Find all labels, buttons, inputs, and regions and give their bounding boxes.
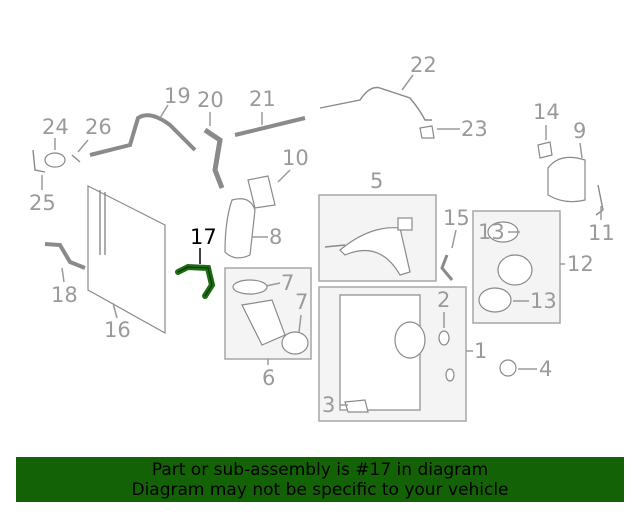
callout-17-selected[interactable]: 17 <box>190 225 217 249</box>
callout-22[interactable]: 22 <box>410 53 437 77</box>
part-17-hose[interactable] <box>175 263 216 299</box>
part-2[interactable] <box>438 330 450 346</box>
part-24[interactable] <box>44 152 66 168</box>
part-7-clamp[interactable] <box>232 279 268 295</box>
callout-23[interactable]: 23 <box>461 117 488 141</box>
callout-7b[interactable]: 7 <box>295 290 308 314</box>
callout-1[interactable]: 1 <box>474 339 487 363</box>
part-13-seal-2[interactable] <box>478 287 512 313</box>
part-26[interactable] <box>71 154 81 163</box>
callout-4[interactable]: 4 <box>539 357 552 381</box>
part-19-hose[interactable] <box>89 113 197 157</box>
callout-9[interactable]: 9 <box>573 119 586 143</box>
part-18-hose[interactable] <box>44 242 86 270</box>
part-22-pipe[interactable] <box>319 86 432 121</box>
part-16-radiator[interactable] <box>87 185 166 335</box>
callout-2[interactable]: 2 <box>437 288 450 312</box>
callout-21[interactable]: 21 <box>249 87 276 111</box>
part-9-filter[interactable] <box>547 156 586 203</box>
callout-12[interactable]: 12 <box>567 252 594 276</box>
callout-19[interactable]: 19 <box>164 84 191 108</box>
part-12-duct[interactable] <box>497 254 533 286</box>
part-15[interactable] <box>440 254 454 281</box>
callout-11[interactable]: 11 <box>588 221 615 245</box>
part-23[interactable] <box>419 125 435 139</box>
callout-26[interactable]: 26 <box>85 115 112 139</box>
part-14[interactable] <box>537 141 553 159</box>
callout-5[interactable]: 5 <box>370 169 383 193</box>
part-7-clamp-2[interactable] <box>281 331 309 355</box>
callout-10[interactable]: 10 <box>282 146 309 170</box>
banner-line-part: Part or sub-assembly is #17 in diagram <box>151 460 489 480</box>
part-25-bracket[interactable] <box>32 149 46 173</box>
part-20-hose[interactable] <box>203 127 225 189</box>
callout-18[interactable]: 18 <box>51 283 78 307</box>
callout-13b[interactable]: 13 <box>530 289 557 313</box>
part-5-bolt[interactable] <box>324 244 346 248</box>
part-8-duct[interactable] <box>224 198 256 259</box>
callout-14[interactable]: 14 <box>533 100 560 124</box>
callout-15[interactable]: 15 <box>443 206 470 230</box>
callout-25[interactable]: 25 <box>29 191 56 215</box>
callout-7[interactable]: 7 <box>281 271 294 295</box>
callout-8[interactable]: 8 <box>269 225 282 249</box>
callout-6[interactable]: 6 <box>262 366 275 390</box>
part-5-shield[interactable] <box>339 227 411 276</box>
callout-13[interactable]: 13 <box>478 220 505 244</box>
callout-3[interactable]: 3 <box>322 393 335 417</box>
leader-lines <box>41 74 602 406</box>
info-banner: Part or sub-assembly is #17 in diagram D… <box>16 457 624 502</box>
part-11[interactable] <box>595 184 604 216</box>
part-21-rod[interactable] <box>234 116 306 137</box>
callout-16[interactable]: 16 <box>104 318 131 342</box>
part-10-bracket[interactable] <box>247 175 276 209</box>
part-6-adapter[interactable] <box>241 299 286 346</box>
callout-20[interactable]: 20 <box>197 88 224 112</box>
part-3[interactable] <box>344 399 369 413</box>
callout-24[interactable]: 24 <box>42 115 69 139</box>
banner-line-disclaimer: Diagram may not be specific to your vehi… <box>131 480 509 500</box>
part-4-valve[interactable] <box>499 359 517 377</box>
